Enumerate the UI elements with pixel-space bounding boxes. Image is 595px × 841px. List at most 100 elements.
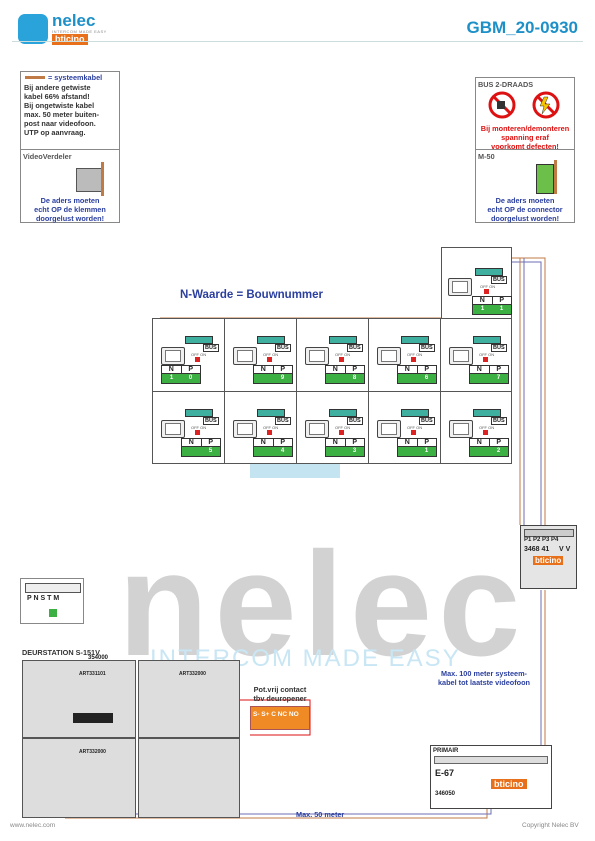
n-label: N bbox=[326, 439, 346, 446]
p-label: P bbox=[499, 297, 505, 304]
module-code-top: 354000 bbox=[88, 655, 109, 661]
videoverdeler-note: VideoVerdeler De aders moeten echt OP de… bbox=[20, 149, 120, 223]
n-label: N bbox=[254, 439, 274, 446]
note-line: voorkomt defecten! bbox=[491, 142, 559, 151]
cable-note-line: Bij andere getwiste bbox=[24, 83, 91, 92]
terminal-block bbox=[329, 336, 357, 344]
max100-line: kabel tot laatste videofoon bbox=[437, 678, 531, 687]
cable-note-line: max. 50 meter buiten- bbox=[24, 110, 100, 119]
cable-note-line: post naar videofoon. bbox=[24, 119, 96, 128]
terminal-block bbox=[401, 336, 429, 344]
bus-label: BUS bbox=[491, 344, 507, 352]
distributor-ports: P1 P2 P3 P4 bbox=[524, 537, 559, 543]
m50-text: De aders moeten echt OP de connector doo… bbox=[476, 196, 574, 223]
p-value: 1 bbox=[417, 447, 436, 456]
power-supply: PRIMAIR E-67 bticino 346050 bbox=[430, 745, 552, 809]
bus-label: BUS bbox=[419, 344, 435, 352]
offon-label: OFF ON bbox=[407, 425, 423, 430]
n-value bbox=[182, 447, 201, 456]
n-value bbox=[398, 374, 417, 383]
n-value bbox=[398, 447, 417, 456]
dip-switch-icon bbox=[483, 357, 488, 362]
max100-note: Max. 100 meter systeem- kabel tot laatst… bbox=[416, 669, 552, 687]
n-label: N bbox=[182, 439, 202, 446]
nelec-logo-icon bbox=[18, 14, 48, 44]
connector-jumper-icon bbox=[49, 609, 57, 617]
note-line: echt OP de klemmen bbox=[34, 205, 106, 214]
p-value: 1 bbox=[492, 305, 511, 314]
m50-note: M-50 De aders moeten echt OP de connecto… bbox=[475, 149, 575, 223]
module-art: ART332000 bbox=[179, 671, 206, 677]
footer-copyright: Copyright Nelec BV bbox=[522, 822, 579, 829]
cable-note-line: Bij ongetwiste kabel bbox=[24, 101, 95, 110]
terminal-block bbox=[401, 409, 429, 417]
footer-website[interactable]: www.nelec.com bbox=[10, 822, 56, 829]
videophone-icon bbox=[377, 347, 401, 365]
note-line: Bij monteren/demonteren bbox=[480, 124, 570, 133]
module-art: ART331101 bbox=[79, 671, 106, 677]
terminal-block bbox=[185, 336, 213, 344]
cable-note-text: Bij andere getwiste kabel 66% afstand! B… bbox=[24, 83, 119, 137]
n-label: N bbox=[473, 297, 493, 304]
contact-label: Pot.vrij contact tbv deuropener bbox=[244, 685, 316, 703]
n-value bbox=[470, 447, 489, 456]
m50-title: M-50 bbox=[478, 152, 495, 161]
offon-label: OFF ON bbox=[479, 425, 495, 430]
m50-connector-icon bbox=[536, 164, 554, 194]
offon-label: OFF ON bbox=[407, 352, 423, 357]
door-module-3: ART332000 bbox=[22, 738, 136, 818]
video-distributor: P1 P2 P3 P4 3468 41 V V bticino bbox=[520, 525, 577, 589]
distributor-vv: V V bbox=[559, 546, 571, 553]
n-label: N bbox=[326, 366, 346, 373]
n-label: N bbox=[470, 366, 490, 373]
dip-switch-icon bbox=[195, 430, 200, 435]
terminal-block bbox=[257, 409, 285, 417]
offon-label: OFF ON bbox=[480, 284, 496, 289]
videophone-icon bbox=[377, 420, 401, 438]
terminal-block bbox=[329, 409, 357, 417]
n-label: N bbox=[470, 439, 490, 446]
door-module-4 bbox=[138, 738, 240, 818]
videophone-icon bbox=[449, 347, 473, 365]
dip-switch-icon bbox=[411, 430, 416, 435]
bus-label: BUS bbox=[347, 344, 363, 352]
connector-labels: P N S T M bbox=[27, 595, 60, 602]
videoverdeler-title: VideoVerdeler bbox=[23, 152, 72, 161]
p-label: P bbox=[208, 439, 214, 446]
p-label: P bbox=[280, 439, 286, 446]
dip-switch-icon bbox=[195, 357, 200, 362]
doorstation-title: DEURSTATION S-151V bbox=[22, 648, 100, 657]
cable-note-line: UTP op aanvraag. bbox=[24, 128, 86, 137]
note-line: De aders moeten bbox=[40, 196, 100, 205]
potential-free-contact: S- S+ C NC NO bbox=[250, 706, 310, 730]
p-label: P bbox=[496, 366, 502, 373]
videophone-icon bbox=[305, 420, 329, 438]
cable-note: = systeemkabel Bij andere getwiste kabel… bbox=[20, 71, 120, 151]
videophone-icon bbox=[161, 420, 185, 438]
videoverdeler-text: De aders moeten echt OP de klemmen doorg… bbox=[21, 196, 119, 223]
terminal-block bbox=[475, 268, 503, 276]
dip-switch-icon bbox=[411, 357, 416, 362]
videophone-icon bbox=[448, 278, 472, 296]
bticino-logo: bticino bbox=[52, 34, 88, 45]
terminal-block bbox=[473, 409, 501, 417]
p-value: 9 bbox=[273, 374, 292, 383]
videophone-icon bbox=[161, 347, 185, 365]
n-label: N bbox=[254, 366, 274, 373]
bus-label: BUS bbox=[347, 417, 363, 425]
p-value: 0 bbox=[181, 374, 200, 383]
bus-label: BUS bbox=[491, 417, 507, 425]
bus-label: BUS bbox=[275, 344, 291, 352]
bus-label: BUS bbox=[419, 417, 435, 425]
